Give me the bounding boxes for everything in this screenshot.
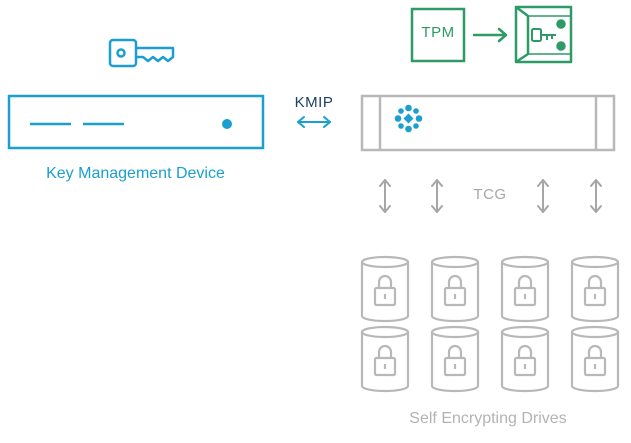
tpm-label: TPM [421,24,455,41]
key-icon [108,38,175,68]
padlock-icon [583,344,607,377]
tcg-arrows [379,179,602,213]
vault-icon [514,5,573,64]
padlock-icon [373,274,397,307]
drive-icon [500,255,550,323]
key-management-device-label: Key Management Device [46,165,225,182]
padlock-icon [513,274,537,307]
server-node-box [360,94,616,152]
drive-icon [360,325,410,393]
drive-icon [430,255,480,323]
drive-icon [360,255,410,323]
tpm-box [410,7,466,63]
device-status-dot [222,119,232,129]
drive-icon [500,325,550,393]
key-management-device-box [7,94,265,150]
padlock-icon [373,344,397,377]
tcg-arrow-3 [537,179,549,213]
tcg-arrow-4 [590,179,602,213]
self-encrypting-drives-label: Self Encrypting Drives [409,410,567,427]
drive-icon [430,325,480,393]
kmip-double-arrow [297,116,331,128]
tcg-arrow-2 [431,179,443,213]
padlock-icon [443,274,467,307]
kmip-label: KMIP [294,94,334,111]
drive-icon [570,325,620,393]
tcg-label: TCG [473,186,507,203]
tpm-to-vault-arrow [472,27,508,43]
drive-icon [570,255,620,323]
self-encrypting-drives-grid [360,255,620,393]
padlock-icon [583,274,607,307]
snowflake-logo-icon [394,104,423,133]
tcg-arrow-1 [379,179,391,213]
padlock-icon [513,344,537,377]
padlock-icon [443,344,467,377]
